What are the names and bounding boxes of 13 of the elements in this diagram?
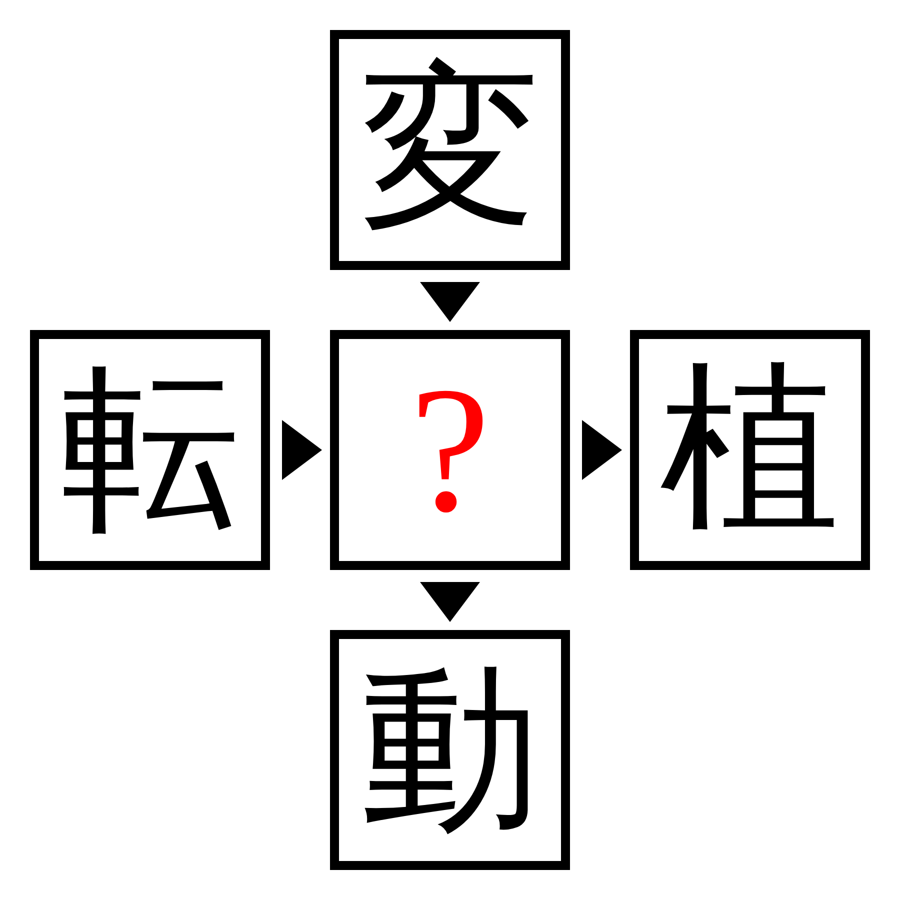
character-box	[30, 330, 270, 570]
kanji-character: 転	[60, 360, 240, 540]
kanji-character: 植	[660, 360, 840, 540]
character-box	[330, 630, 570, 870]
character-box	[630, 330, 870, 570]
kanji-character: ?	[410, 360, 490, 540]
kanji-character: 動	[360, 660, 540, 840]
arrow-triangle	[582, 420, 622, 480]
arrow-triangle	[420, 582, 480, 622]
arrow-triangle	[282, 420, 322, 480]
arrow-triangle	[420, 282, 480, 322]
character-box	[330, 330, 570, 570]
character-box	[330, 30, 570, 270]
